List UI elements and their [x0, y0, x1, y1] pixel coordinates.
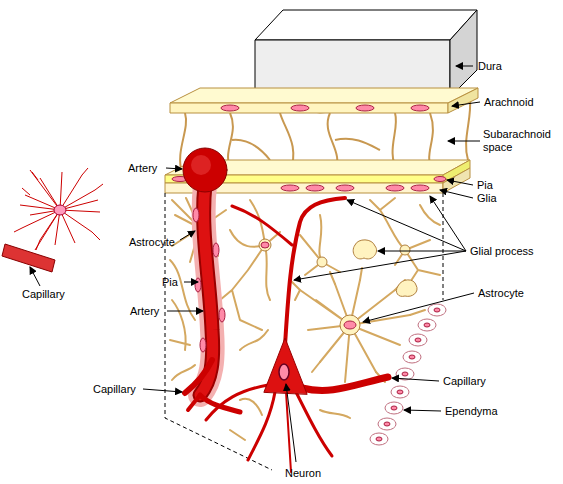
artery [183, 148, 240, 412]
part-label: Pia [477, 179, 493, 192]
neuron [206, 198, 388, 472]
part-label: Artery [128, 162, 157, 175]
part-label: Capillary [22, 288, 65, 301]
part-label: Capillary [93, 383, 136, 396]
part-label: Capillary [443, 375, 486, 388]
part-label: Pia [162, 276, 178, 289]
glial-blobs [193, 217, 417, 296]
part-label: Glia [477, 192, 497, 205]
pia-cells [193, 208, 225, 352]
part-label: Astrocyte [129, 236, 175, 249]
part-label: Ependyma [445, 405, 498, 418]
ependyma [370, 304, 446, 445]
part-label: Neuron [285, 467, 321, 480]
inset-astrocyte [2, 168, 103, 272]
part-label: Glial process [470, 245, 534, 258]
part-label: Arachnoid [484, 96, 534, 109]
part-label: Artery [130, 305, 159, 318]
leader-arrows [30, 66, 480, 462]
part-label: Subarachnoid space [483, 128, 559, 154]
part-label: Astrocyte [478, 287, 524, 300]
arachnoid-layer [170, 88, 478, 113]
dura-block [255, 10, 477, 97]
part-label: Dura [478, 60, 502, 73]
